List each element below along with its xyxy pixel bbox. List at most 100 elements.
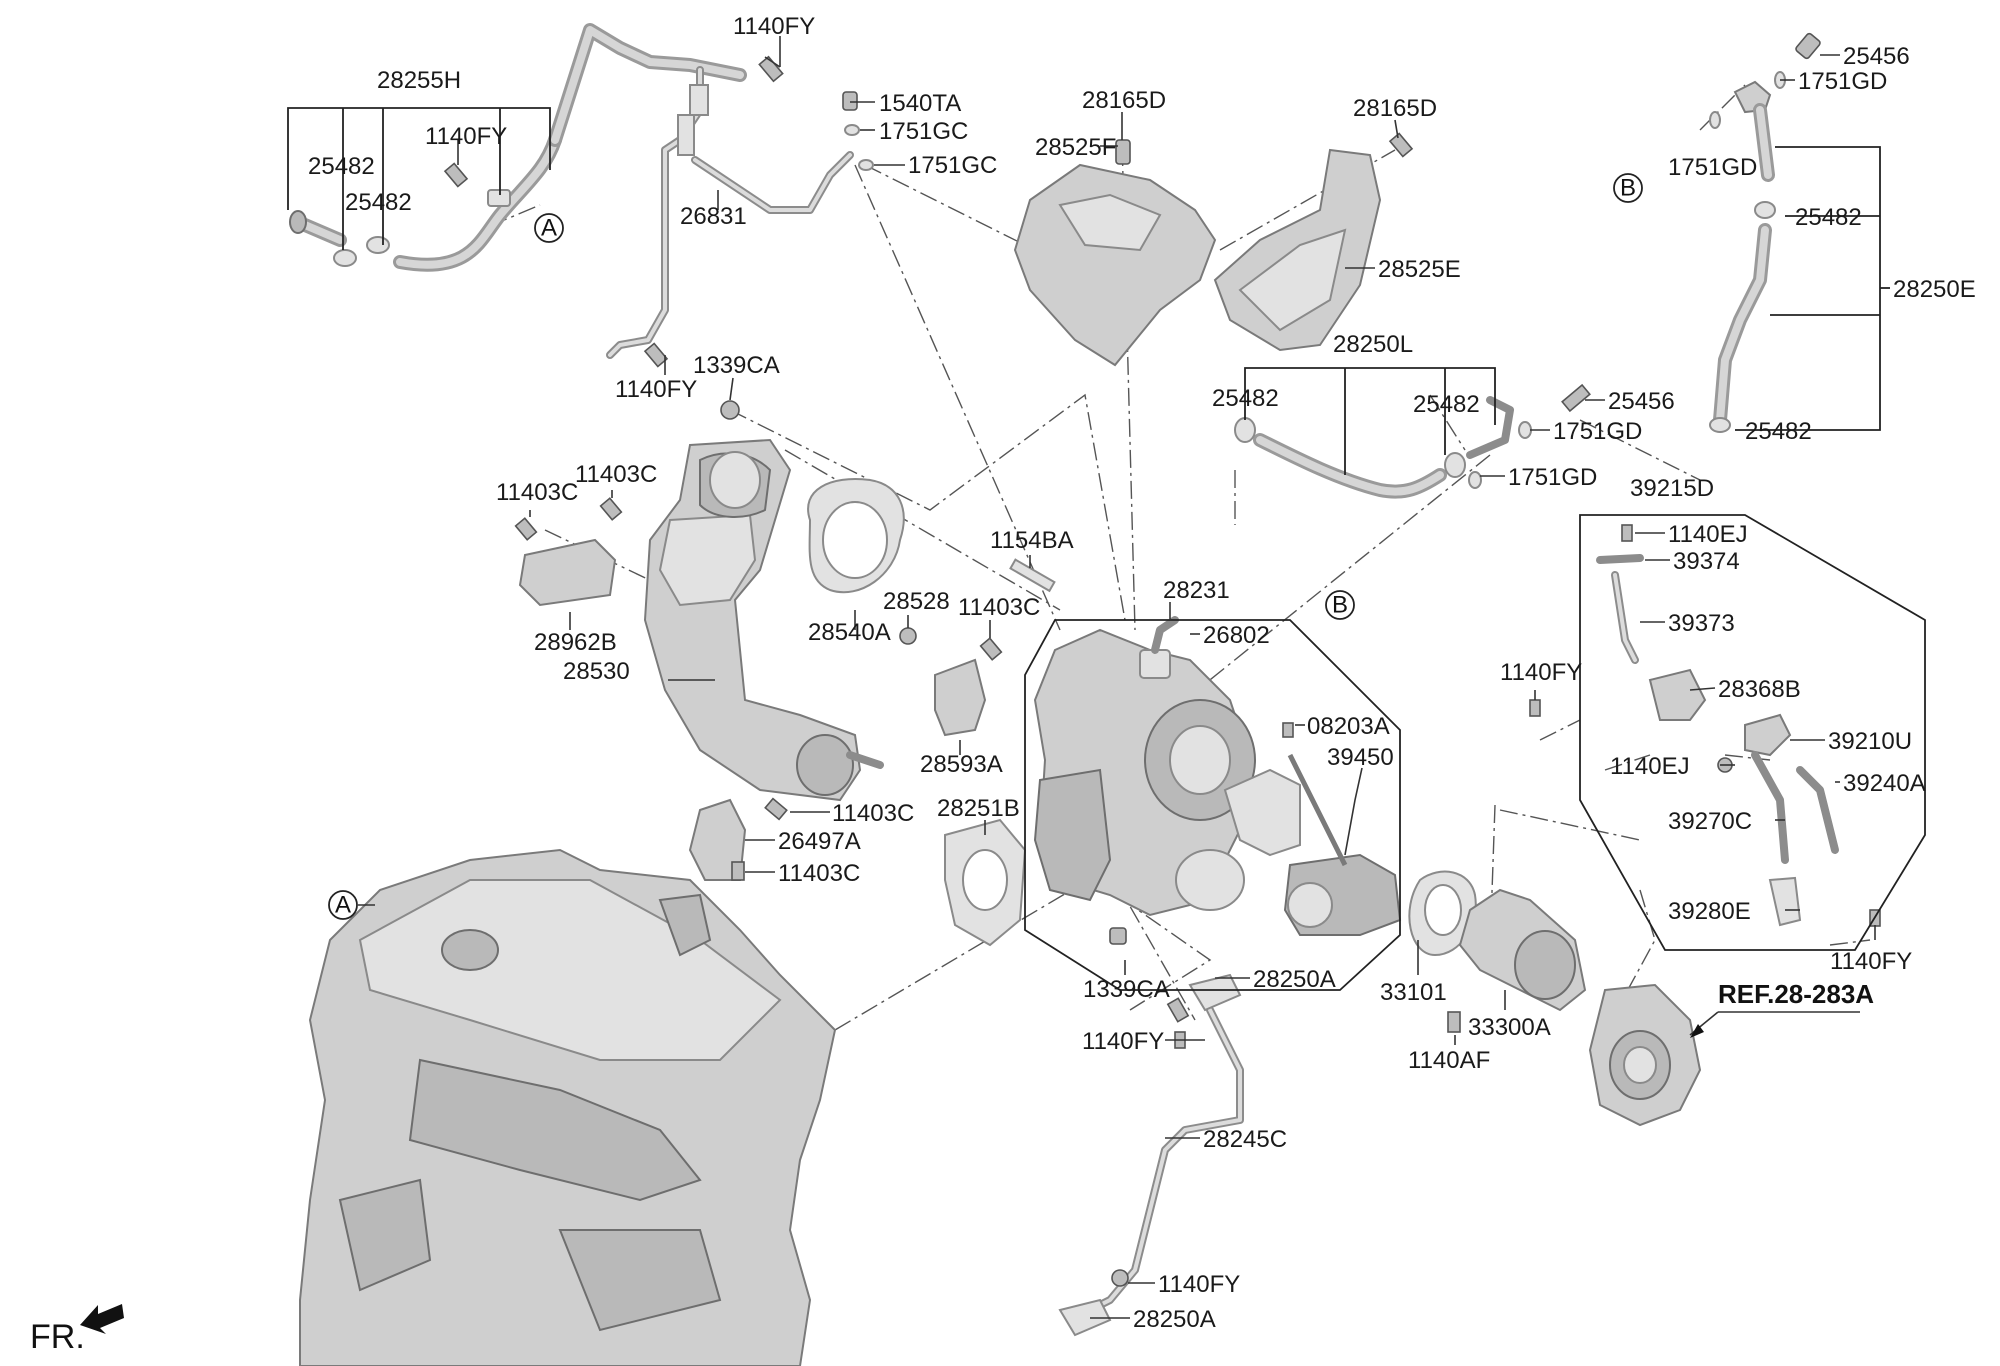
- front-arrow-icon: [80, 1304, 124, 1334]
- part-label: 39240A: [1843, 770, 1926, 797]
- alignment-lines: [489, 84, 1871, 1051]
- part-label: 28530: [563, 658, 630, 685]
- part-label: 26831: [680, 203, 747, 230]
- front-indicator-label: FR.: [30, 1318, 85, 1356]
- part-label: 25482: [1413, 391, 1480, 418]
- part-label: 11403C: [958, 594, 1040, 621]
- part-label: 25456: [1843, 43, 1910, 70]
- circle-markers: A A B B: [328, 173, 1643, 920]
- part-label: 1140EJ: [1668, 521, 1748, 548]
- part-label: 28250L: [1333, 331, 1413, 358]
- part-label: 26802: [1203, 622, 1270, 649]
- bracket-28962b: [514, 497, 623, 607]
- part-label: 11403C: [778, 860, 860, 887]
- part-label: 1140FY: [1500, 659, 1582, 686]
- part-label: 28250E: [1893, 276, 1976, 303]
- pin-1154ba: [1009, 558, 1056, 593]
- throttle-ref-28-283a: [1588, 983, 1702, 1127]
- bolts-top: [443, 55, 874, 420]
- part-label: 28368B: [1718, 676, 1801, 703]
- part-label: 39450: [1327, 744, 1394, 771]
- part-label: 1140FY: [1158, 1271, 1240, 1298]
- part-label: 39270C: [1668, 808, 1752, 835]
- marker-b-hose: B: [1613, 173, 1643, 203]
- part-label: 1339CA: [1083, 976, 1170, 1003]
- part-label: 28165D: [1082, 87, 1166, 114]
- part-label: 1751GD: [1553, 418, 1642, 445]
- catalytic-converter-28530: [643, 438, 884, 802]
- part-label: 1751GD: [1798, 68, 1887, 95]
- reference-label[interactable]: REF.28-283A: [1718, 979, 1874, 1009]
- part-label: 39215D: [1630, 475, 1714, 502]
- part-label: 28525F: [1035, 134, 1116, 161]
- part-label: 28528: [883, 588, 950, 615]
- part-label: 1154BA: [990, 527, 1074, 554]
- part-label: 25482: [308, 153, 375, 180]
- part-label: 25482: [1745, 418, 1812, 445]
- part-label: 11403C: [832, 800, 914, 827]
- gasket-28251b: [944, 818, 1027, 947]
- heat-shield-28525f: [1013, 139, 1217, 367]
- part-label: 39374: [1673, 548, 1740, 575]
- part-label: 1751GC: [908, 152, 997, 179]
- part-label: 28165D: [1353, 95, 1437, 122]
- part-label: 28250A: [1133, 1306, 1216, 1333]
- part-label: 1540TA: [879, 90, 961, 117]
- marker-a-top: A: [534, 213, 564, 243]
- svg-text:B: B: [1620, 175, 1636, 202]
- part-label: 28251B: [937, 795, 1020, 822]
- part-label: 28540A: [808, 619, 891, 646]
- part-label: 1140AF: [1408, 1047, 1490, 1074]
- heat-shield-28525e: [1213, 132, 1414, 352]
- part-label: 26497A: [778, 828, 861, 855]
- part-label: 28255H: [377, 67, 461, 94]
- part-label: 28231: [1163, 577, 1230, 604]
- part-label: 39280E: [1668, 898, 1751, 925]
- part-label: 39373: [1668, 610, 1735, 637]
- marker-a-engine: A: [328, 890, 358, 920]
- part-label: 1751GC: [879, 118, 968, 145]
- bracket-28593a: [899, 627, 1003, 737]
- part-label: 1140EJ: [1610, 753, 1690, 780]
- part-label: 1339CA: [693, 352, 780, 379]
- marker-b-turbo: B: [1325, 590, 1355, 620]
- svg-text:A: A: [335, 892, 351, 919]
- part-label: 1751GD: [1508, 464, 1597, 491]
- part-label: 28250A: [1253, 966, 1336, 993]
- part-label: 25456: [1608, 388, 1675, 415]
- part-labels: 1140FY 28255H 1140FY 25482 25482 1540TA …: [30, 13, 1976, 1356]
- tube-26831: [606, 66, 854, 359]
- part-label: 1751GD: [1668, 154, 1757, 181]
- part-label: 11403C: [496, 479, 578, 506]
- pipe-28245c: [1058, 927, 1244, 1337]
- part-label: 1140FY: [1082, 1028, 1164, 1055]
- part-label: 25482: [345, 189, 412, 216]
- svg-text:A: A: [541, 215, 557, 242]
- part-label: 33300A: [1468, 1014, 1551, 1041]
- part-label: 1140FY: [1830, 948, 1912, 975]
- hose-28250l: [1234, 383, 1591, 499]
- part-label: 1140FY: [733, 13, 815, 40]
- part-label: 08203A: [1307, 713, 1390, 740]
- part-label: 33101: [1380, 979, 1447, 1006]
- part-label: 1140FY: [425, 123, 507, 150]
- part-label: 28962B: [534, 629, 617, 656]
- throttle-body-33300a: [1408, 870, 1587, 1033]
- svg-text:B: B: [1332, 592, 1348, 619]
- part-label: 28525E: [1378, 256, 1461, 283]
- assembly-39215d: [1529, 524, 1881, 927]
- parts: [80, 23, 1881, 1366]
- part-label: 39210U: [1828, 728, 1912, 755]
- part-label: 28593A: [920, 751, 1003, 778]
- leader-lines: [287, 36, 1926, 1319]
- part-label: 1140FY: [615, 376, 697, 403]
- hose-28250e: [1709, 32, 1821, 433]
- part-label: 28245C: [1203, 1126, 1287, 1153]
- part-label: 25482: [1212, 385, 1279, 412]
- bracket-26497a: [688, 797, 788, 881]
- gasket-28540a: [807, 478, 905, 594]
- part-label: 11403C: [575, 461, 657, 488]
- part-label: 25482: [1795, 204, 1862, 231]
- turbocharger-28231: [1033, 616, 1402, 936]
